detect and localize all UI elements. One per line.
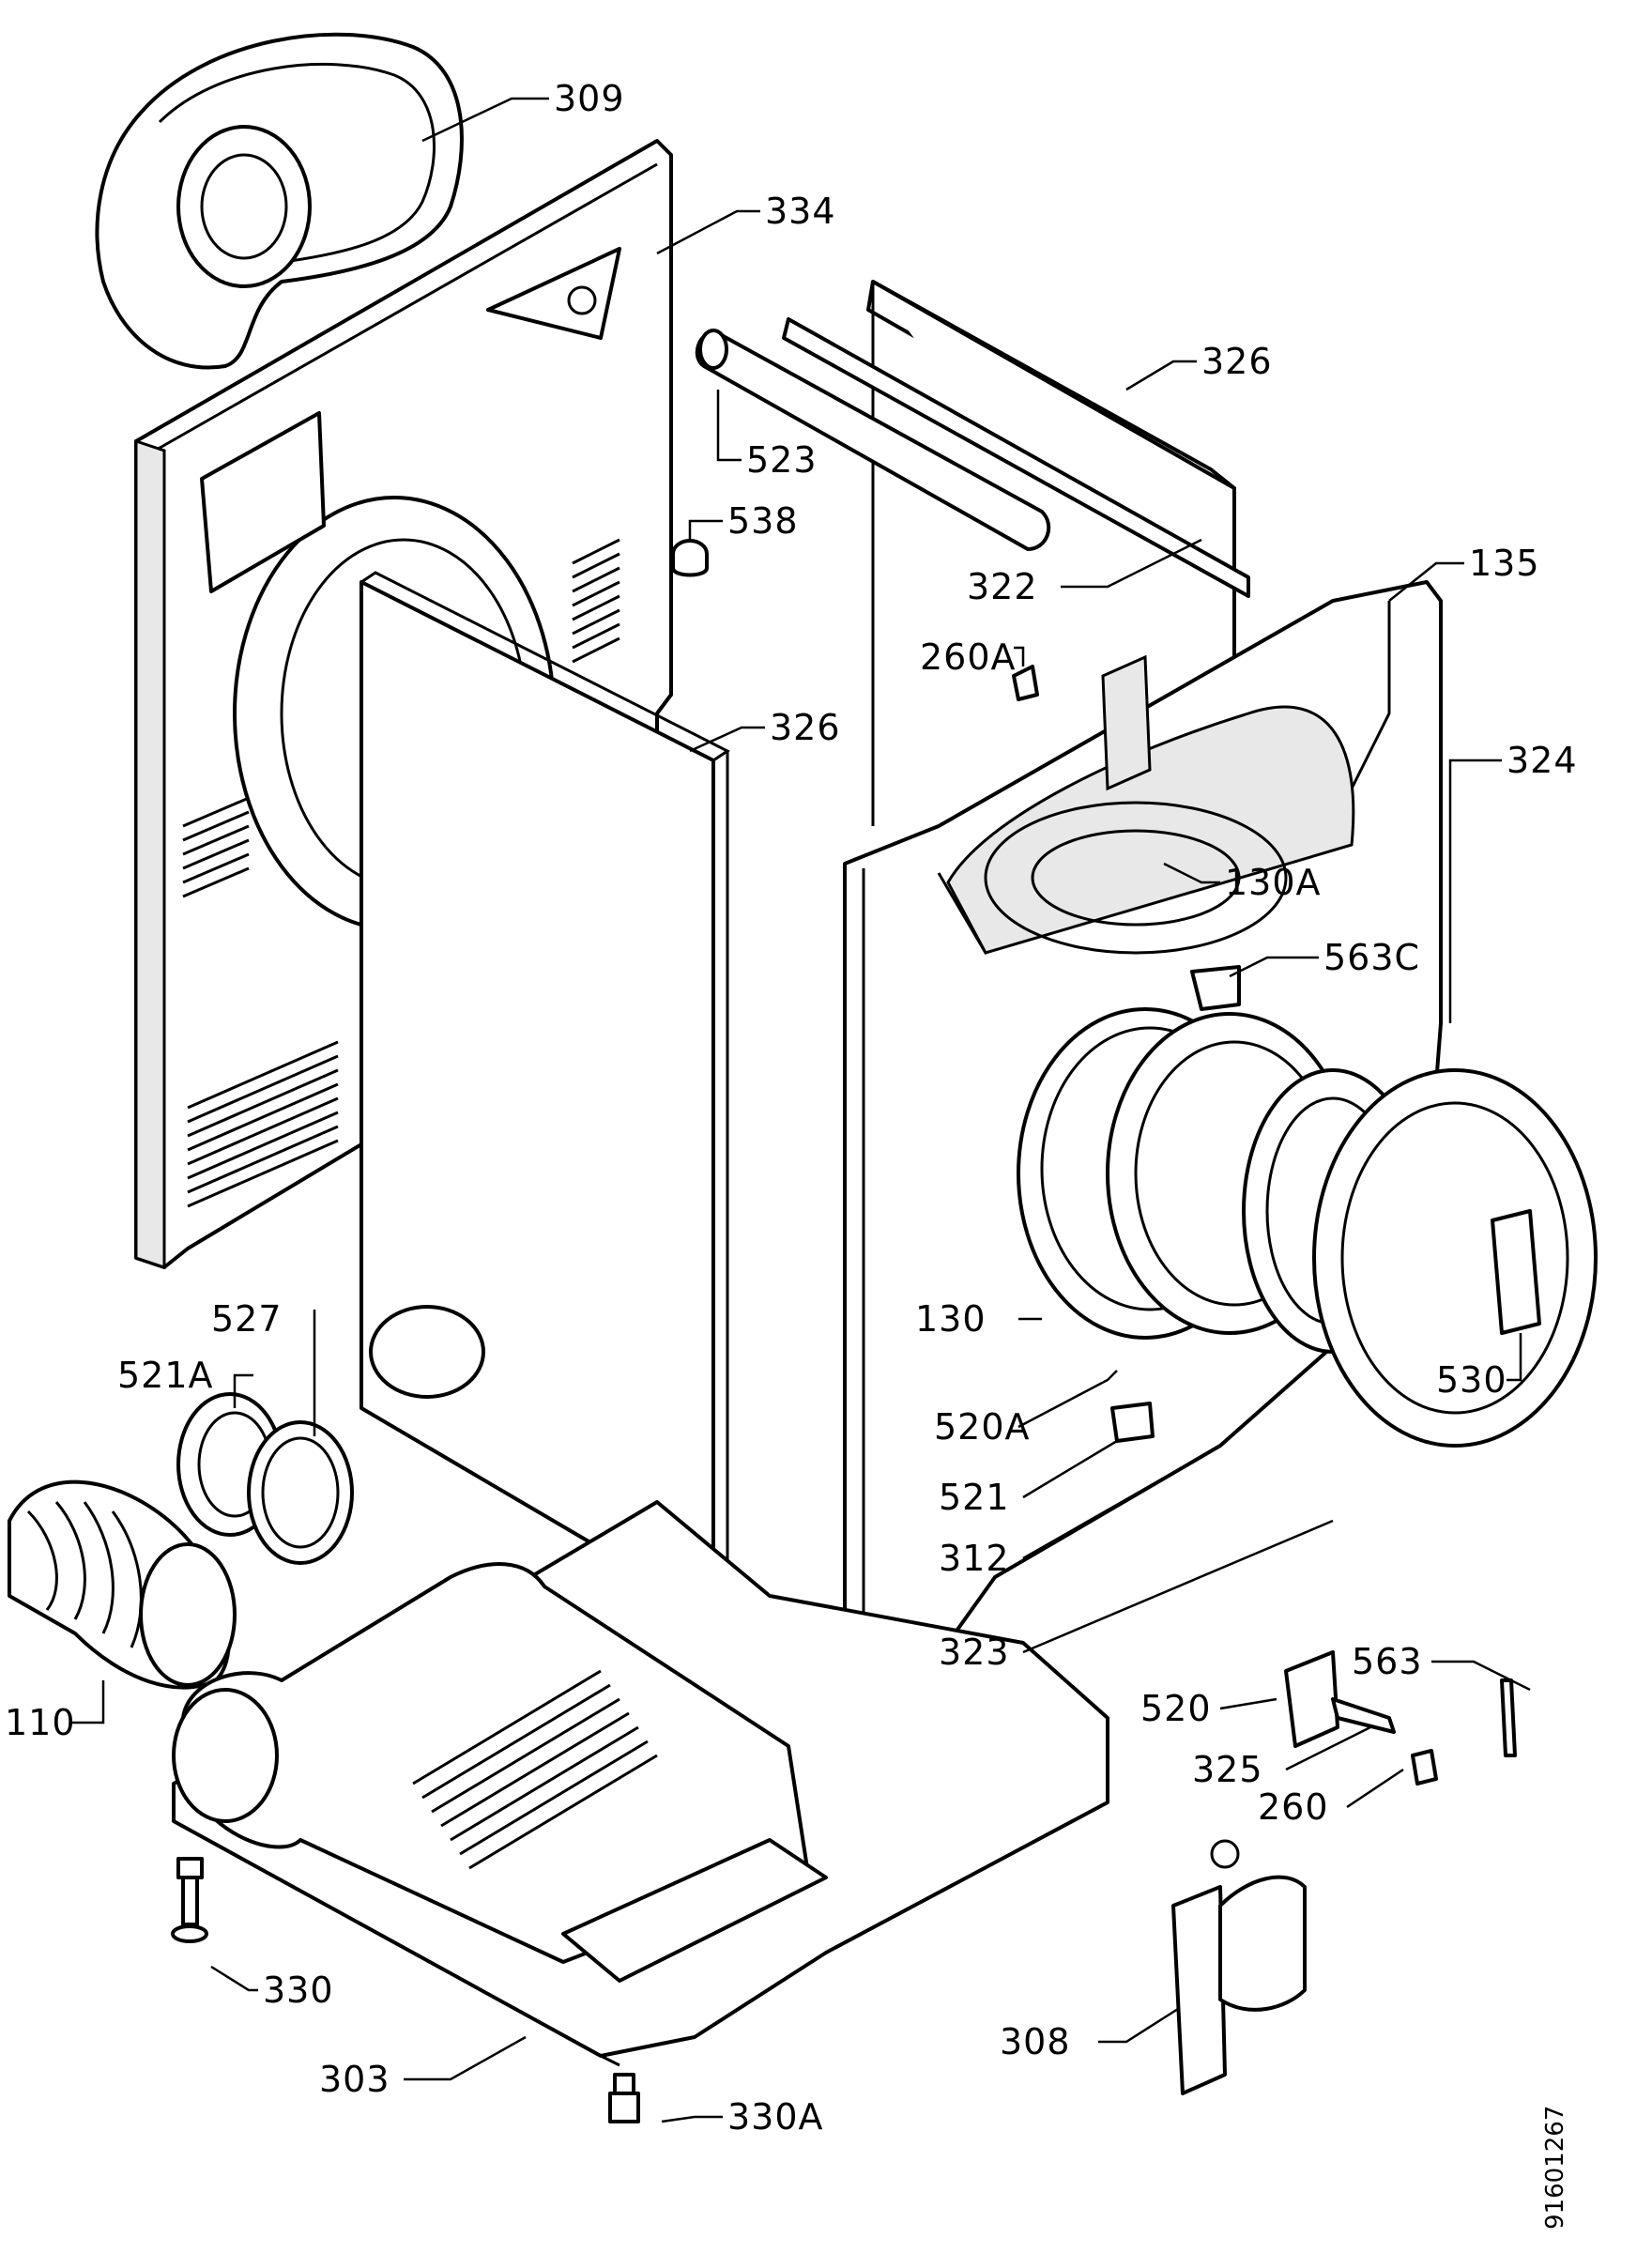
document-id: 91601267: [1541, 2106, 1569, 2230]
callout-130a: 130A: [1225, 862, 1322, 903]
part-110-exhaust-hose: [8, 1479, 237, 1690]
part-323-door-ring: [1312, 1068, 1598, 1448]
callout-135: 135: [1469, 543, 1540, 584]
callout-130: 130: [915, 1298, 987, 1340]
part-330a-foot: [608, 2073, 640, 2123]
callout-322: 322: [967, 566, 1038, 607]
callout-330: 330: [263, 1969, 334, 2011]
part-260-spring: [1411, 1749, 1438, 1786]
callout-323: 323: [939, 1632, 1010, 1673]
part-322-bar: [782, 317, 1250, 598]
callout-308: 308: [1000, 2021, 1071, 2062]
part-563c-hinge-clip: [1190, 965, 1241, 1011]
callout-521a: 521A: [117, 1355, 214, 1396]
leader-lines: [70, 97, 1531, 2123]
part-303-base: [172, 1500, 1109, 2067]
callout-527: 527: [211, 1298, 283, 1340]
part-325-hinge-arm: [1331, 1697, 1396, 1734]
part-563-pin: [1500, 1678, 1517, 1757]
callout-260: 260: [1258, 1786, 1329, 1828]
callout-563: 563: [1352, 1641, 1423, 1682]
callout-326-side: 326: [770, 707, 841, 748]
callout-523: 523: [746, 439, 818, 481]
part-326-side-panel: [359, 571, 730, 1617]
part-523-tube: [695, 329, 1051, 551]
part-309-rear-duct-seal: [95, 32, 464, 370]
part-330-foot: [171, 1857, 208, 1943]
callout-312: 312: [939, 1538, 1010, 1579]
callout-110: 110: [5, 1702, 76, 1743]
callout-521: 521: [939, 1477, 1010, 1518]
callout-303: 303: [319, 2059, 390, 2100]
callout-309: 309: [554, 78, 625, 119]
callout-334: 334: [765, 191, 836, 232]
part-527-filter-ring: [247, 1420, 354, 1565]
part-538-bushing: [671, 539, 709, 577]
callout-260a: 260A: [920, 636, 1017, 678]
callout-520a: 520A: [934, 1406, 1031, 1448]
callout-520: 520: [1140, 1688, 1212, 1729]
part-308-hinge: [1171, 1839, 1307, 2095]
callout-325: 325: [1192, 1749, 1263, 1790]
callout-538: 538: [727, 500, 799, 542]
part-530-door-handle: [1491, 1209, 1541, 1335]
callout-330a: 330A: [727, 2096, 824, 2138]
part-520-hinge-plate: [1284, 1650, 1339, 1748]
callout-324: 324: [1507, 740, 1578, 781]
callout-326-top: 326: [1201, 341, 1273, 382]
callout-530: 530: [1436, 1359, 1507, 1401]
part-260a-clip: [1012, 665, 1039, 701]
callout-563c: 563C: [1323, 937, 1420, 978]
part-521-latch: [1110, 1402, 1155, 1443]
